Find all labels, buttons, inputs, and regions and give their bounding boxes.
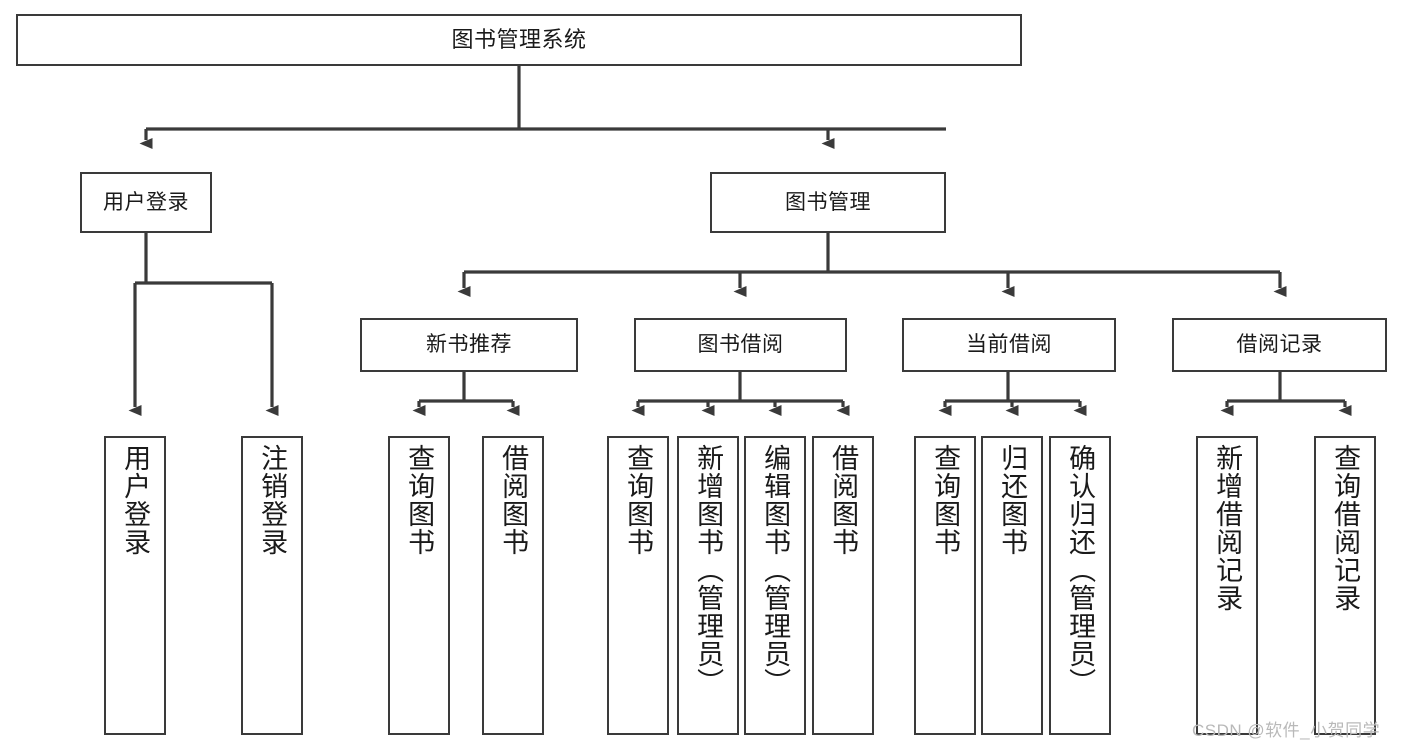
node-leaf-edit-book-label: 编辑图书（管理员） <box>760 444 791 696</box>
node-new-book-rec-label: 新书推荐 <box>426 333 512 357</box>
node-leaf-query-book-cur[interactable]: 查询图书 <box>914 436 976 735</box>
node-leaf-borrow-book-label: 借阅图书 <box>828 444 859 556</box>
node-leaf-logout-label: 注销登录 <box>257 444 288 556</box>
node-current-borrow[interactable]: 当前借阅 <box>902 318 1116 372</box>
node-leaf-query-book-borrow-label: 查询图书 <box>623 444 654 556</box>
node-leaf-query-record-label: 查询借阅记录 <box>1330 444 1361 612</box>
node-leaf-add-book-label: 新增图书（管理员） <box>693 444 724 696</box>
node-leaf-borrow-book[interactable]: 借阅图书 <box>812 436 874 735</box>
node-leaf-user-login-label: 用户登录 <box>120 444 151 556</box>
node-leaf-confirm-return[interactable]: 确认归还（管理员） <box>1049 436 1111 735</box>
node-book-borrow[interactable]: 图书借阅 <box>634 318 847 372</box>
node-root-label: 图书管理系统 <box>451 26 587 52</box>
node-leaf-borrow-book-rec[interactable]: 借阅图书 <box>482 436 544 735</box>
node-leaf-return-book-label: 归还图书 <box>997 444 1028 556</box>
node-user-login-label: 用户登录 <box>103 190 189 214</box>
node-borrow-record-label: 借阅记录 <box>1236 333 1323 357</box>
node-leaf-logout[interactable]: 注销登录 <box>241 436 303 735</box>
csdn-watermark: CSDN @软件_小贺同学 <box>1192 721 1381 740</box>
node-leaf-query-book-rec[interactable]: 查询图书 <box>388 436 450 735</box>
node-borrow-record[interactable]: 借阅记录 <box>1172 318 1387 372</box>
node-book-manage-label: 图书管理 <box>785 190 871 214</box>
node-leaf-add-record[interactable]: 新增借阅记录 <box>1196 436 1258 735</box>
node-leaf-edit-book[interactable]: 编辑图书（管理员） <box>744 436 806 735</box>
node-leaf-borrow-book-rec-label: 借阅图书 <box>498 444 529 556</box>
node-leaf-return-book[interactable]: 归还图书 <box>981 436 1043 735</box>
node-book-borrow-label: 图书借阅 <box>697 333 784 357</box>
node-leaf-add-book[interactable]: 新增图书（管理员） <box>677 436 739 735</box>
node-root[interactable]: 图书管理系统 <box>16 14 1022 66</box>
node-leaf-query-book-rec-label: 查询图书 <box>404 444 435 556</box>
node-leaf-query-book-cur-label: 查询图书 <box>930 444 961 556</box>
node-new-book-rec[interactable]: 新书推荐 <box>360 318 578 372</box>
node-leaf-user-login[interactable]: 用户登录 <box>104 436 166 735</box>
node-user-login[interactable]: 用户登录 <box>80 172 212 233</box>
node-book-manage[interactable]: 图书管理 <box>710 172 946 233</box>
node-leaf-query-book-borrow[interactable]: 查询图书 <box>607 436 669 735</box>
node-leaf-query-record[interactable]: 查询借阅记录 <box>1314 436 1376 735</box>
node-leaf-confirm-return-label: 确认归还（管理员） <box>1065 444 1096 696</box>
node-current-borrow-label: 当前借阅 <box>966 333 1052 357</box>
node-leaf-add-record-label: 新增借阅记录 <box>1212 444 1243 612</box>
